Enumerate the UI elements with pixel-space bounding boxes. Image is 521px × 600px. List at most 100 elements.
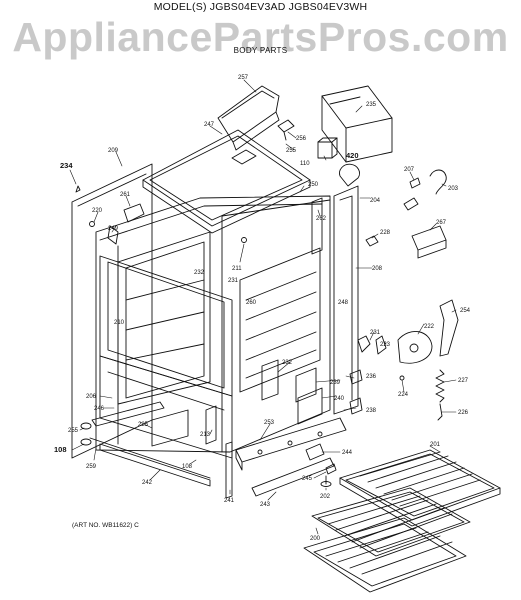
label-206: 206 bbox=[86, 394, 97, 400]
label-222: 222 bbox=[424, 324, 435, 330]
part-236-clip bbox=[349, 369, 363, 385]
label-246: 246 bbox=[94, 406, 105, 412]
label-220: 220 bbox=[92, 208, 103, 214]
part-231-hook bbox=[357, 335, 387, 355]
label-228: 228 bbox=[380, 230, 391, 236]
part-253-manifold bbox=[235, 417, 347, 471]
part-238-clip bbox=[349, 397, 363, 415]
part-201-broiler-pan bbox=[339, 449, 501, 527]
part-239-panel bbox=[295, 367, 317, 403]
label-234: 234 bbox=[60, 161, 73, 170]
label-260: 260 bbox=[246, 300, 257, 306]
label-232b: 232 bbox=[282, 360, 293, 366]
label-267: 267 bbox=[436, 220, 447, 226]
part-420-cap bbox=[339, 163, 360, 187]
label-261: 261 bbox=[120, 192, 131, 198]
label-240: 240 bbox=[334, 396, 345, 402]
part-257-lid bbox=[217, 85, 280, 151]
part-222-hinge-bracket bbox=[397, 331, 433, 364]
part-227-spring bbox=[435, 369, 445, 403]
part-249-strap bbox=[107, 225, 119, 245]
part-242-base-rail bbox=[99, 443, 211, 487]
label-241: 241 bbox=[224, 498, 235, 504]
label-247: 247 bbox=[204, 122, 215, 128]
part-202-leveler bbox=[320, 475, 332, 487]
label-249: 249 bbox=[108, 226, 119, 232]
label-201: 201 bbox=[430, 442, 441, 448]
label-224: 224 bbox=[398, 392, 409, 398]
label-108b: 108 bbox=[182, 464, 193, 470]
label-255b: 255 bbox=[68, 428, 79, 434]
part-211-screw bbox=[241, 237, 247, 243]
section-title: BODY PARTS bbox=[233, 46, 288, 55]
part-267-block bbox=[411, 225, 447, 259]
label-110: 110 bbox=[300, 161, 310, 167]
label-223: 223 bbox=[380, 342, 391, 348]
part-235-backsplash bbox=[321, 85, 393, 163]
part-240-panel bbox=[297, 387, 323, 425]
part-261-bracket bbox=[123, 203, 145, 223]
part-241-post bbox=[225, 441, 233, 499]
part-228-clip bbox=[365, 235, 379, 247]
part-208-right-side-panel bbox=[333, 185, 359, 415]
part-226-hook bbox=[437, 403, 443, 421]
part-200-oven-rack bbox=[311, 487, 471, 557]
label-209: 209 bbox=[108, 148, 119, 154]
label-238: 238 bbox=[366, 408, 377, 414]
part-245-screw bbox=[325, 463, 337, 475]
label-211: 211 bbox=[232, 266, 242, 272]
part-220-fastener bbox=[89, 221, 95, 227]
part-256-valve bbox=[277, 119, 295, 141]
label-232a: 232 bbox=[194, 270, 205, 276]
label-204: 204 bbox=[370, 198, 381, 204]
label-242: 242 bbox=[142, 480, 153, 486]
oven-cabinet-body bbox=[95, 195, 331, 459]
label-231b: 231 bbox=[370, 330, 381, 336]
part-number-labels: 257 247 235 256 255 209 234 110 420 207 … bbox=[54, 75, 471, 542]
label-248: 248 bbox=[338, 300, 349, 306]
part-254-hinge-arm bbox=[439, 299, 459, 357]
label-210: 210 bbox=[114, 320, 125, 326]
part-110-block bbox=[317, 137, 338, 159]
art-number: (ART NO. WB11622) C bbox=[72, 522, 139, 529]
part-259-slide-rail bbox=[89, 401, 211, 479]
label-208: 208 bbox=[372, 266, 383, 272]
part-262-strip bbox=[311, 197, 323, 255]
label-207: 207 bbox=[404, 167, 415, 173]
part-225-panel bbox=[151, 409, 189, 447]
label-245: 245 bbox=[302, 476, 313, 482]
label-239: 239 bbox=[330, 380, 341, 386]
label-236: 236 bbox=[366, 374, 377, 380]
label-256: 256 bbox=[296, 136, 307, 142]
part-255-roller bbox=[80, 422, 92, 446]
label-200: 200 bbox=[310, 536, 321, 542]
label-226: 226 bbox=[458, 410, 469, 416]
label-255: 255 bbox=[286, 148, 297, 154]
label-225: 225 bbox=[138, 422, 149, 428]
label-262: 262 bbox=[316, 216, 327, 222]
part-244-part bbox=[305, 443, 325, 461]
watermark: AppliancePartsPros.com bbox=[12, 14, 509, 60]
label-235: 235 bbox=[366, 102, 377, 108]
label-259: 259 bbox=[86, 464, 97, 470]
label-213: 213 bbox=[200, 432, 211, 438]
leader-lines bbox=[69, 79, 457, 535]
label-231a: 231 bbox=[228, 278, 239, 284]
part-200-oven-rack-2 bbox=[303, 517, 467, 593]
label-420: 420 bbox=[346, 151, 359, 160]
label-108: 108 bbox=[54, 445, 67, 454]
part-232-bracket bbox=[261, 359, 279, 401]
label-257: 257 bbox=[238, 75, 249, 81]
label-250: 250 bbox=[308, 182, 319, 188]
label-227: 227 bbox=[458, 378, 469, 384]
part-207-clip bbox=[409, 177, 421, 189]
part-243-bracket bbox=[251, 457, 335, 497]
label-243: 243 bbox=[260, 502, 271, 508]
label-254: 254 bbox=[460, 308, 471, 314]
part-234-screw bbox=[75, 185, 81, 193]
label-244: 244 bbox=[342, 450, 353, 456]
label-202: 202 bbox=[320, 494, 331, 500]
part-224-pin bbox=[399, 375, 405, 381]
label-203: 203 bbox=[448, 186, 459, 192]
